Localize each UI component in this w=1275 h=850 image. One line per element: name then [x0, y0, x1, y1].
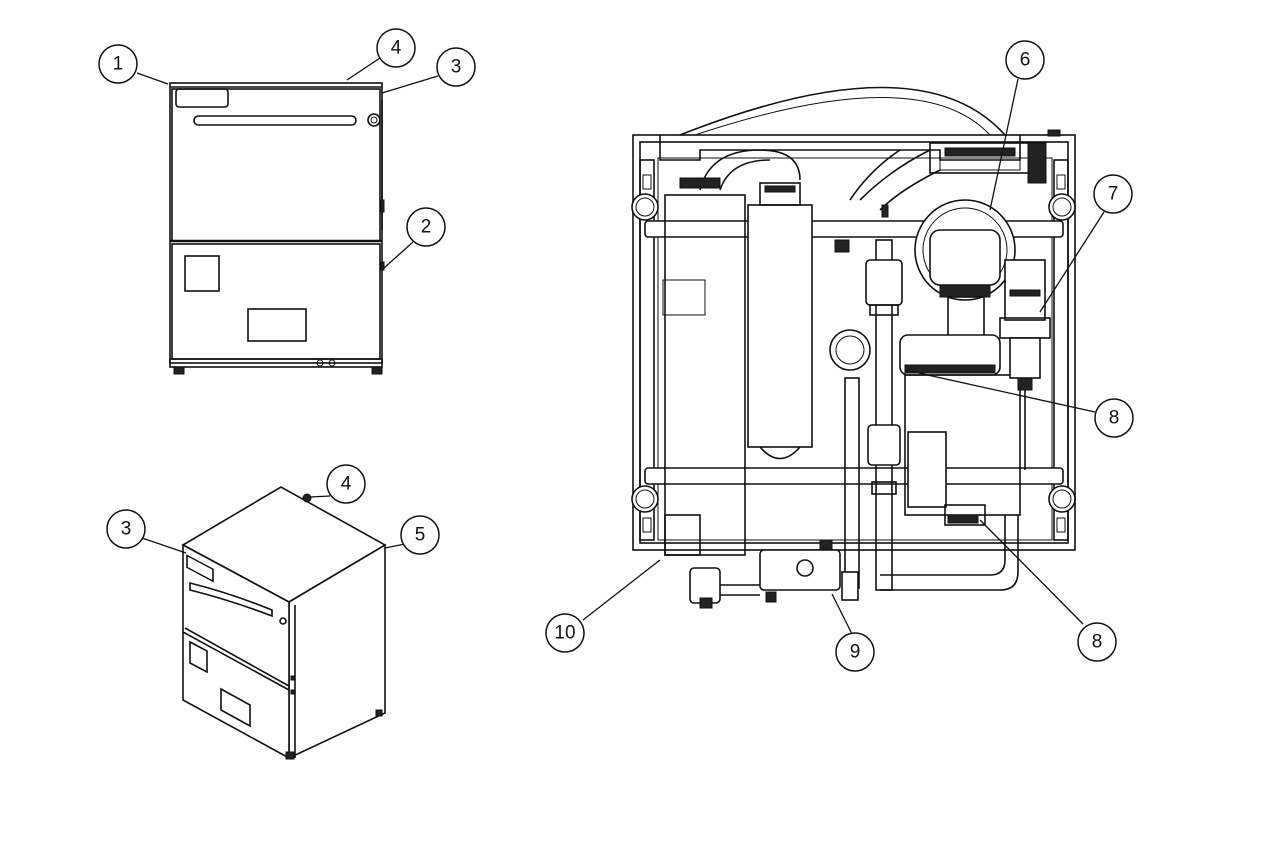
callout-label: 2 [421, 217, 432, 238]
callout-8-lower: 8 [1077, 622, 1117, 662]
callout-label: 3 [451, 57, 462, 78]
isometric-view-unit [181, 486, 387, 760]
callout-label: 5 [415, 525, 426, 546]
callout-label: 10 [554, 623, 575, 644]
callout-label: 1 [113, 54, 124, 75]
callout-7: 7 [1093, 174, 1133, 214]
callout-4-front: 4 [376, 28, 416, 68]
callout-label: 4 [391, 38, 402, 59]
callout-1: 1 [98, 44, 138, 84]
callout-6: 6 [1005, 40, 1045, 80]
callout-label: 8 [1092, 632, 1103, 653]
callout-label: 4 [341, 474, 352, 495]
callout-label: 3 [121, 519, 132, 540]
callout-8-upper: 8 [1094, 398, 1134, 438]
callout-3-front: 3 [436, 47, 476, 87]
callout-3-iso: 3 [106, 509, 146, 549]
callout-9: 9 [835, 632, 875, 672]
callout-label: 6 [1020, 50, 1031, 71]
callout-4-iso: 4 [326, 464, 366, 504]
leader-lines [136, 57, 1105, 635]
rear-internal-view [631, 86, 1076, 609]
callout-10: 10 [545, 613, 585, 653]
callout-label: 8 [1109, 408, 1120, 429]
callout-label: 7 [1108, 184, 1119, 205]
front-view-unit [169, 82, 385, 375]
callout-2: 2 [406, 207, 446, 247]
callout-5: 5 [400, 515, 440, 555]
callout-label: 9 [850, 642, 861, 663]
